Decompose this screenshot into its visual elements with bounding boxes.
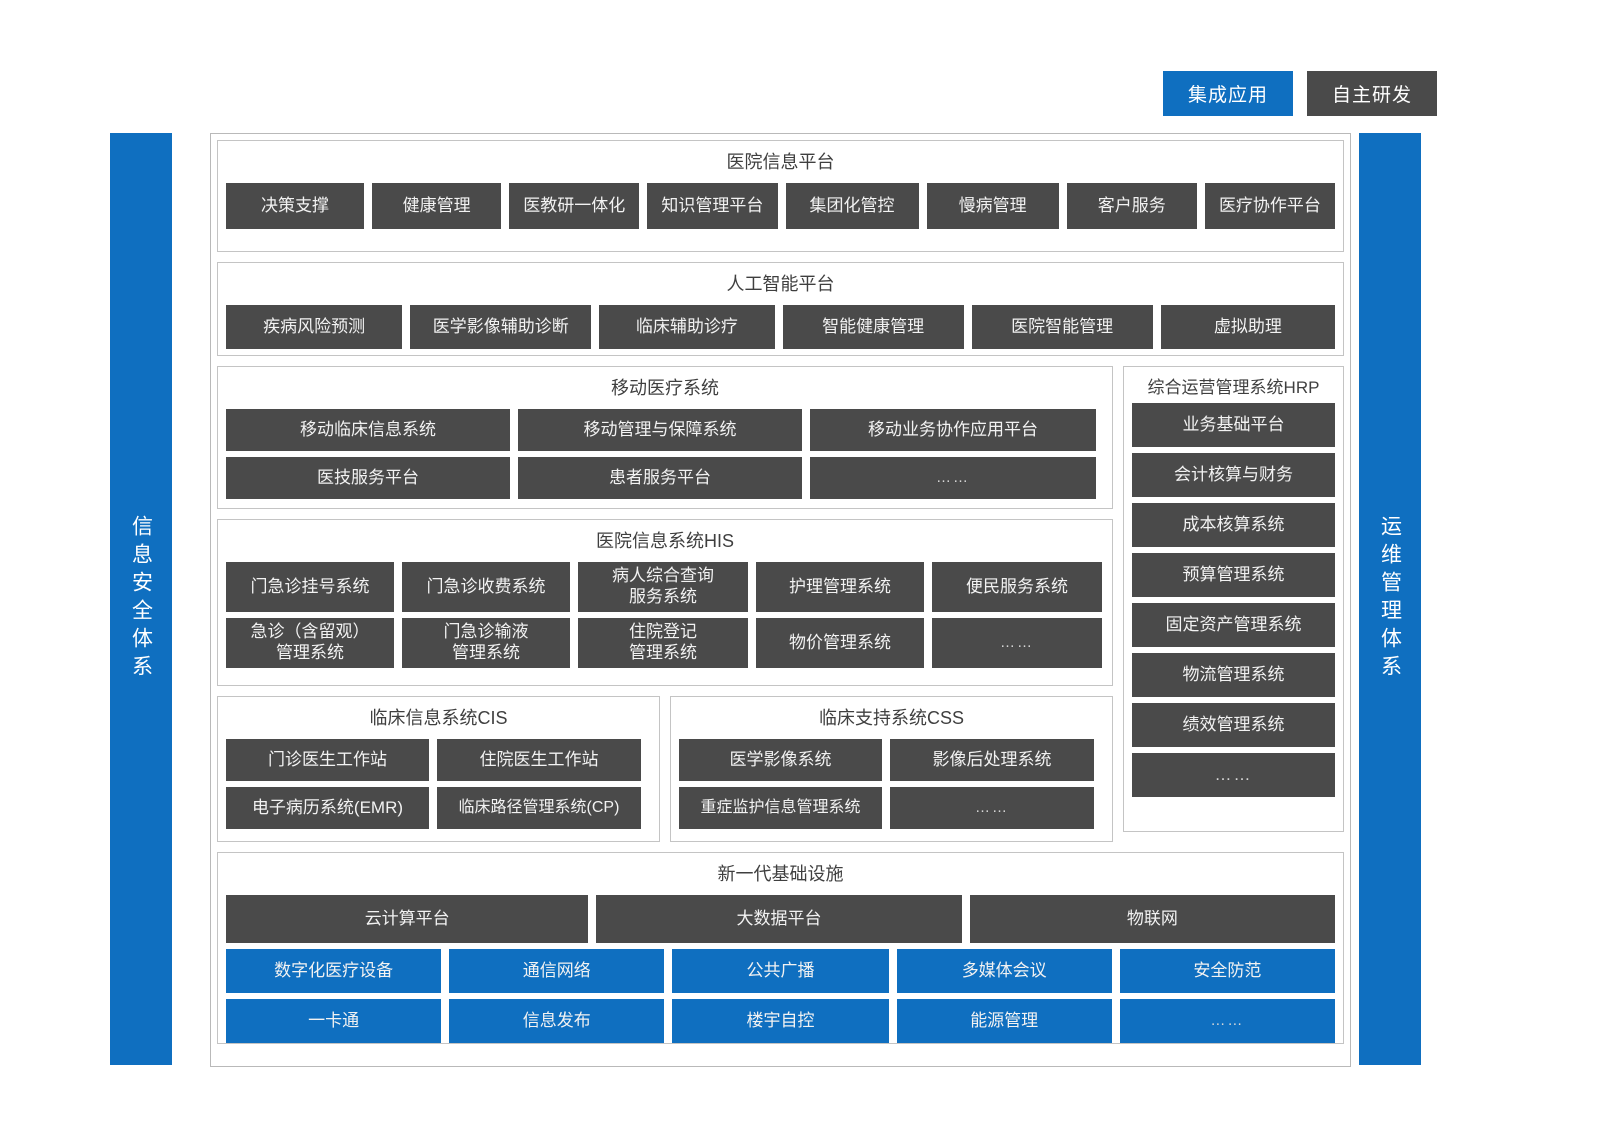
box-health-management[interactable]: 健康管理	[372, 183, 502, 229]
box-performance-management-system[interactable]: 绩效管理系统	[1132, 703, 1335, 747]
box-all-in-one-card[interactable]: 一卡通	[226, 999, 442, 1043]
box-outpatient-infusion-management-system[interactable]: 门急诊输液 管理系统	[402, 618, 570, 668]
box-decision-support[interactable]: 决策支撑	[226, 183, 365, 229]
panel-hospital-info-platform: 医院信息平台 决策支撑 健康管理 医教研一体化 知识管理平台 集团化管控 慢病管…	[217, 140, 1344, 252]
box-outpatient-charging-system[interactable]: 门急诊收费系统	[402, 562, 570, 612]
box-emr-system[interactable]: 电子病历系统(EMR)	[226, 787, 429, 829]
diagram-frame: 医院信息平台 决策支撑 健康管理 医教研一体化 知识管理平台 集团化管控 慢病管…	[210, 133, 1351, 1067]
panel-title-hrp: 综合运营管理系统HRP	[1147, 378, 1320, 397]
box-medical-education-research[interactable]: 医教研一体化	[509, 183, 640, 229]
panel-title-ai-platform: 人工智能平台	[726, 274, 835, 294]
panel-title-css: 临床支持系统CSS	[818, 708, 964, 728]
box-communication-network[interactable]: 通信网络	[449, 949, 665, 993]
panel-his: 医院信息系统HIS 门急诊挂号系统 门急诊收费系统 病人综合查询 服务系统 护理…	[217, 519, 1113, 686]
box-nursing-management-system[interactable]: 护理管理系统	[756, 562, 924, 612]
box-accounting-finance[interactable]: 会计核算与财务	[1132, 453, 1335, 497]
panel-title-hospital-info-platform: 医院信息平台	[726, 152, 835, 172]
hrp-item-list: 业务基础平台 会计核算与财务 成本核算系统 预算管理系统 固定资产管理系统 物流…	[1132, 403, 1335, 797]
box-multimedia-conference[interactable]: 多媒体会议	[896, 949, 1112, 993]
rail-operation-maintenance: 运维管理体系	[1359, 133, 1421, 1065]
middle-area: 移动医疗系统 移动临床信息系统 移动管理与保障系统 移动业务协作应用平台 医技服…	[217, 366, 1344, 842]
box-mobile-more[interactable]: ……	[810, 457, 1096, 499]
panel-mobile-medical: 移动医疗系统 移动临床信息系统 移动管理与保障系统 移动业务协作应用平台 医技服…	[217, 366, 1113, 509]
box-medical-collaboration-platform[interactable]: 医疗协作平台	[1204, 183, 1336, 229]
panel-hrp: 综合运营管理系统HRP 业务基础平台 会计核算与财务 成本核算系统 预算管理系统…	[1123, 366, 1344, 832]
box-logistics-management-system[interactable]: 物流管理系统	[1132, 653, 1335, 697]
panel-ai-platform: 人工智能平台 疾病风险预测 医学影像辅助诊断 临床辅助诊疗 智能健康管理 医院智…	[217, 262, 1344, 356]
box-css-more[interactable]: ……	[890, 787, 1094, 829]
box-medical-technology-service-platform[interactable]: 医技服务平台	[226, 457, 510, 499]
box-patient-service-platform[interactable]: 患者服务平台	[518, 457, 802, 499]
box-knowledge-management-platform[interactable]: 知识管理平台	[647, 183, 778, 229]
box-his-more[interactable]: ……	[932, 618, 1102, 668]
box-mobile-business-collaboration-platform[interactable]: 移动业务协作应用平台	[810, 409, 1096, 451]
box-intelligent-health-management[interactable]: 智能健康管理	[782, 305, 964, 349]
box-cloud-computing-platform[interactable]: 云计算平台	[226, 895, 589, 943]
panel-title-his: 医院信息系统HIS	[595, 531, 734, 551]
box-mobile-management-support-system[interactable]: 移动管理与保障系统	[518, 409, 802, 451]
box-budget-management-system[interactable]: 预算管理系统	[1132, 553, 1335, 597]
box-medical-imaging-diagnosis[interactable]: 医学影像辅助诊断	[410, 305, 592, 349]
box-inpatient-doctor-workstation[interactable]: 住院医生工作站	[437, 739, 641, 781]
box-image-post-processing-system[interactable]: 影像后处理系统	[890, 739, 1094, 781]
rail-left-label: 信息安全体系	[129, 515, 153, 683]
box-infra-more[interactable]: ……	[1119, 999, 1335, 1043]
panel-css: 临床支持系统CSS 医学影像系统 影像后处理系统 重症监护信息管理系统 ……	[670, 696, 1113, 842]
box-big-data-platform[interactable]: 大数据平台	[596, 895, 962, 943]
legend-self-developed: 自主研发	[1307, 71, 1437, 116]
box-security-protection[interactable]: 安全防范	[1119, 949, 1335, 993]
box-disease-risk-prediction[interactable]: 疾病风险预测	[226, 305, 403, 349]
box-customer-service[interactable]: 客户服务	[1066, 183, 1197, 229]
box-icu-info-management-system[interactable]: 重症监护信息管理系统	[679, 787, 882, 829]
box-chronic-disease-management[interactable]: 慢病管理	[926, 183, 1059, 229]
panel-cis: 临床信息系统CIS 门诊医生工作站 住院医生工作站 电子病历系统(EMR) 临床…	[217, 696, 660, 842]
box-clinical-assisted-diagnosis[interactable]: 临床辅助诊疗	[599, 305, 775, 349]
panel-title-mobile-medical: 移动医疗系统	[611, 378, 719, 398]
box-internet-of-things[interactable]: 物联网	[969, 895, 1335, 943]
box-outpatient-registration-system[interactable]: 门急诊挂号系统	[226, 562, 394, 612]
legend: 集成应用 自主研发	[1163, 71, 1437, 116]
box-digital-medical-equipment[interactable]: 数字化医疗设备	[226, 949, 442, 993]
panel-title-cis: 临床信息系统CIS	[369, 708, 508, 728]
box-fixed-asset-management-system[interactable]: 固定资产管理系统	[1132, 603, 1335, 647]
box-convenience-service-system[interactable]: 便民服务系统	[932, 562, 1102, 612]
box-building-automation[interactable]: 楼宇自控	[672, 999, 889, 1043]
box-cost-accounting-system[interactable]: 成本核算系统	[1132, 503, 1335, 547]
box-mobile-clinical-info-system[interactable]: 移动临床信息系统	[226, 409, 510, 451]
box-virtual-assistant[interactable]: 虚拟助理	[1160, 305, 1335, 349]
box-energy-management[interactable]: 能源管理	[896, 999, 1112, 1043]
box-medical-imaging-system[interactable]: 医学影像系统	[679, 739, 882, 781]
box-outpatient-doctor-workstation[interactable]: 门诊医生工作站	[226, 739, 429, 781]
box-patient-integrated-query-service-system[interactable]: 病人综合查询 服务系统	[578, 562, 748, 612]
box-price-management-system[interactable]: 物价管理系统	[756, 618, 924, 668]
cis-css-row: 临床信息系统CIS 门诊医生工作站 住院医生工作站 电子病历系统(EMR) 临床…	[217, 696, 1113, 842]
panel-infrastructure: 新一代基础设施 云计算平台 大数据平台 物联网 数字化医疗设备 通信网络 公共广…	[217, 852, 1344, 1044]
rail-right-label: 运维管理体系	[1378, 515, 1402, 683]
box-hospital-intelligent-management[interactable]: 医院智能管理	[971, 305, 1153, 349]
legend-integrated-app: 集成应用	[1163, 71, 1293, 116]
box-group-management-control[interactable]: 集团化管控	[785, 183, 919, 229]
middle-right-column: 综合运营管理系统HRP 业务基础平台 会计核算与财务 成本核算系统 预算管理系统…	[1123, 366, 1344, 842]
box-inpatient-registration-management-system[interactable]: 住院登记 管理系统	[578, 618, 748, 668]
box-business-basic-platform[interactable]: 业务基础平台	[1132, 403, 1335, 447]
middle-left-column: 移动医疗系统 移动临床信息系统 移动管理与保障系统 移动业务协作应用平台 医技服…	[217, 366, 1113, 842]
box-public-broadcast[interactable]: 公共广播	[672, 949, 889, 993]
panel-title-infrastructure: 新一代基础设施	[717, 864, 844, 884]
rail-information-security: 信息安全体系	[110, 133, 172, 1065]
box-clinical-pathway-management-system[interactable]: 临床路径管理系统(CP)	[437, 787, 641, 829]
box-information-release[interactable]: 信息发布	[449, 999, 665, 1043]
box-emergency-observation-management-system[interactable]: 急诊（含留观） 管理系统	[226, 618, 394, 668]
box-hrp-more[interactable]: ……	[1132, 753, 1335, 797]
